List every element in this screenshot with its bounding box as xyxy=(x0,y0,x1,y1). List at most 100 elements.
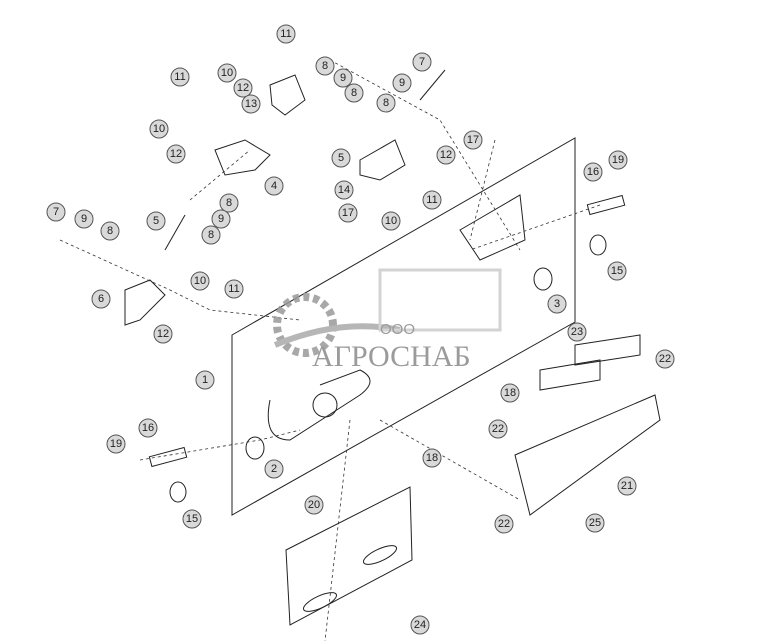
callout-label: 6 xyxy=(98,293,104,305)
callout-5: 5 xyxy=(146,211,166,231)
callout-label: 13 xyxy=(245,98,257,110)
callout-2: 2 xyxy=(264,459,284,479)
callout-10: 10 xyxy=(190,271,210,291)
callout-label: 23 xyxy=(571,326,583,338)
callout-label: 9 xyxy=(340,72,346,84)
callout-5: 5 xyxy=(331,148,351,168)
callout-8: 8 xyxy=(100,221,120,241)
callout-label: 14 xyxy=(338,184,350,196)
callout-23: 23 xyxy=(567,322,587,342)
callout-9: 9 xyxy=(74,209,94,229)
callout-label: 12 xyxy=(170,148,182,160)
callout-label: 17 xyxy=(342,207,354,219)
callout-label: 4 xyxy=(271,180,277,192)
plate-20 xyxy=(285,486,413,626)
callout-20: 20 xyxy=(304,495,324,515)
callout-12: 12 xyxy=(153,324,173,344)
callout-label: 19 xyxy=(110,438,122,450)
callout-label: 12 xyxy=(237,82,249,94)
callout-label: 20 xyxy=(308,499,320,511)
callout-label: 8 xyxy=(208,229,214,241)
callout-22: 22 xyxy=(655,349,675,369)
callout-label: 10 xyxy=(385,215,397,227)
callout-label: 7 xyxy=(53,206,59,218)
callout-label: 19 xyxy=(612,154,624,166)
callout-label: 8 xyxy=(383,97,389,109)
callout-11: 11 xyxy=(276,24,296,44)
callout-label: 1 xyxy=(202,374,208,386)
callout-label: 8 xyxy=(107,225,113,237)
callout-7: 7 xyxy=(46,202,66,222)
callout-label: 11 xyxy=(174,71,185,83)
callout-8: 8 xyxy=(219,193,239,213)
callout-9: 9 xyxy=(333,68,353,88)
callout-6: 6 xyxy=(91,289,111,309)
callout-label: 10 xyxy=(194,275,206,287)
callout-24: 24 xyxy=(410,615,430,635)
callout-12: 12 xyxy=(166,144,186,164)
watermark-name: АГРОСНАБ xyxy=(312,340,471,373)
bracket-23b xyxy=(539,359,601,391)
callout-label: 11 xyxy=(426,194,437,206)
callout-label: 8 xyxy=(351,87,357,99)
watermark-logo: ООО АГРОСНАБ xyxy=(273,268,502,373)
callout-label: 8 xyxy=(322,60,328,72)
callout-10: 10 xyxy=(381,211,401,231)
callout-label: 18 xyxy=(426,452,438,464)
callout-label: 12 xyxy=(440,149,452,161)
callout-label: 15 xyxy=(186,513,198,525)
callout-label: 5 xyxy=(338,152,344,164)
callout-14: 14 xyxy=(334,180,354,200)
callout-4: 4 xyxy=(264,176,284,196)
callout-label: 16 xyxy=(587,166,599,178)
callout-25: 25 xyxy=(585,513,605,533)
callout-label: 8 xyxy=(226,197,232,209)
callout-label: 10 xyxy=(153,123,165,135)
callout-13: 13 xyxy=(241,94,261,114)
callout-1: 1 xyxy=(195,370,215,390)
callout-label: 15 xyxy=(611,265,623,277)
callout-label: 24 xyxy=(414,619,426,631)
callout-label: 16 xyxy=(142,422,154,434)
callout-19: 19 xyxy=(608,150,628,170)
callout-3: 3 xyxy=(547,294,567,314)
callout-7: 7 xyxy=(412,52,432,72)
callout-label: 21 xyxy=(621,480,633,492)
callout-17: 17 xyxy=(463,130,483,150)
callout-11: 11 xyxy=(170,67,190,87)
callouts: 1110121311101248985798610111289879851417… xyxy=(46,24,675,635)
callout-22: 22 xyxy=(494,514,514,534)
callout-18: 18 xyxy=(500,383,520,403)
callout-label: 9 xyxy=(81,213,87,225)
callout-19: 19 xyxy=(106,434,126,454)
callout-15: 15 xyxy=(182,509,202,529)
callout-16: 16 xyxy=(138,418,158,438)
callout-label: 22 xyxy=(492,423,504,435)
callout-label: 12 xyxy=(157,328,169,340)
pedal-arm xyxy=(459,194,526,261)
callout-8: 8 xyxy=(376,93,396,113)
callout-16: 16 xyxy=(583,162,603,182)
callout-label: 9 xyxy=(218,213,224,225)
callout-label: 5 xyxy=(153,215,159,227)
callout-label: 3 xyxy=(554,298,560,310)
callout-10: 10 xyxy=(149,119,169,139)
callout-label: 18 xyxy=(504,387,516,399)
callout-10: 10 xyxy=(217,63,237,83)
callout-12: 12 xyxy=(436,145,456,165)
callout-8: 8 xyxy=(201,225,221,245)
callout-8: 8 xyxy=(344,83,364,103)
callout-label: 22 xyxy=(498,518,510,530)
callout-21: 21 xyxy=(617,476,637,496)
callout-label: 2 xyxy=(271,463,277,475)
callout-15: 15 xyxy=(607,261,627,281)
callout-label: 7 xyxy=(419,56,425,68)
callout-label: 25 xyxy=(589,517,601,529)
plate-21 xyxy=(514,394,661,516)
callout-label: 11 xyxy=(280,28,291,40)
callout-12: 12 xyxy=(233,78,253,98)
callout-label: 10 xyxy=(221,67,233,79)
callout-11: 11 xyxy=(224,279,244,299)
